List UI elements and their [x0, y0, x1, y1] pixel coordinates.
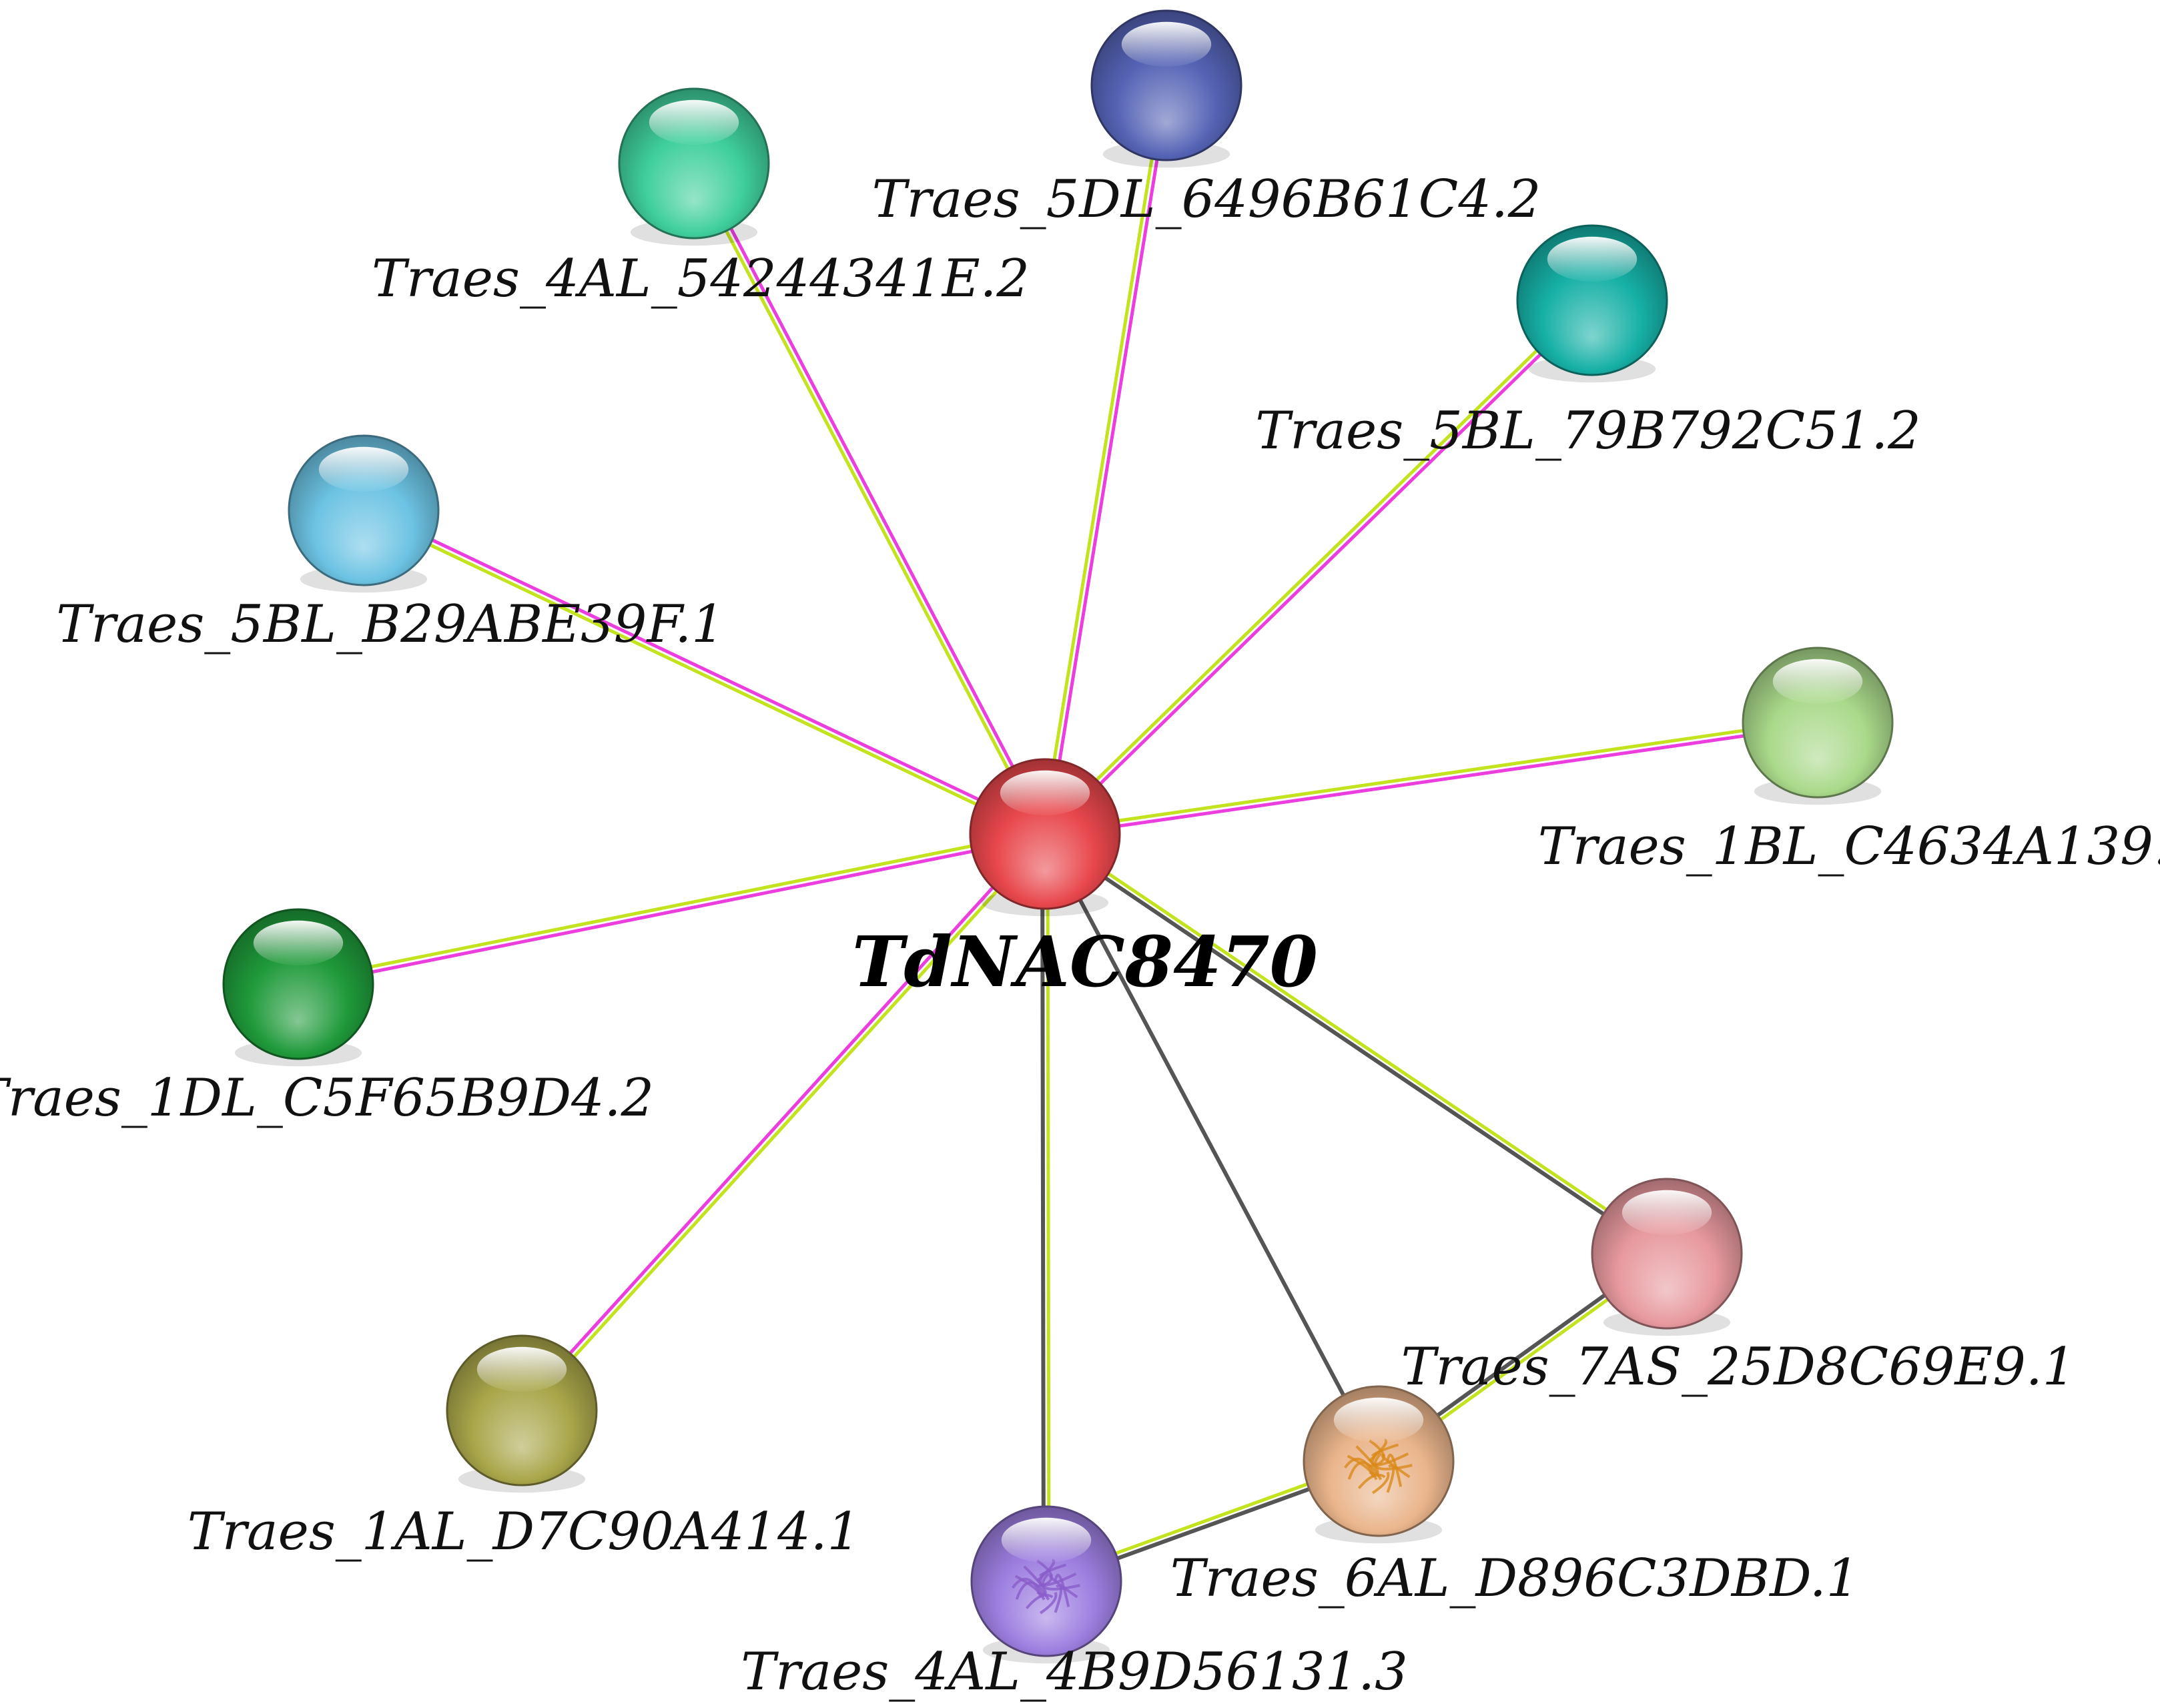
edge-line-coexpression [695, 160, 1050, 835]
edge-line-textmining [1044, 830, 1670, 1254]
labels-layer: TdNAC8470 Traes_5DL_6496B61C4.2Traes_4AL_… [0, 169, 2160, 1702]
node-label: Traes_6AL_D896C3DBD.1 [1170, 1549, 1860, 1609]
node-highlight [253, 920, 344, 965]
node-label: Traes_1DL_C5F65B9D4.2 [0, 1068, 654, 1128]
node-label: Traes_5BL_79B792C51.2 [1255, 401, 1921, 461]
node-n_5dl[interactable] [1090, 9, 1242, 168]
node-highlight [1622, 1190, 1712, 1235]
nodes-layer [222, 9, 1894, 1664]
node-n_5bl_b2[interactable] [288, 434, 440, 593]
center-node-TdNAC8470[interactable] [969, 758, 1121, 917]
node-highlight [476, 1346, 567, 1392]
edge-line-textmining [1040, 83, 1166, 835]
edge-TdNAC8470-n_5dl[interactable] [1040, 83, 1171, 837]
edge-line-textmining [689, 163, 1044, 837]
node-label: Traes_4AL_4B9D56131.3 [741, 1642, 1407, 1702]
edge-TdNAC8470-n_1al[interactable] [518, 830, 1049, 1414]
edge-TdNAC8470-n_4al_5[interactable] [689, 160, 1050, 837]
node-highlight [1333, 1397, 1424, 1442]
node-highlight [1121, 21, 1212, 67]
node-label: Traes_1AL_D7C90A414.1 [188, 1502, 860, 1562]
node-label: Traes_5BL_B29ABE39F.1 [56, 594, 725, 655]
edge-line-coexpression [1045, 300, 1596, 838]
node-label: Traes_4AL_54244341E.2 [372, 249, 1030, 309]
node-label: Traes_7AS_25D8C69E9.1 [1401, 1337, 2076, 1397]
edge-line-coexpression [1044, 723, 1820, 839]
edge-TdNAC8470-n_4al_4[interactable] [1040, 832, 1051, 1584]
node-highlight [649, 99, 739, 145]
edge-TdNAC8470-n_7as[interactable] [1041, 830, 1670, 1258]
node-n_6al[interactable] [1303, 1385, 1455, 1544]
node-label: Traes_5DL_6496B61C4.2 [872, 169, 1541, 230]
node-n_1bl[interactable] [1742, 647, 1894, 805]
edge-line-coexpression_dark [1041, 834, 1668, 1258]
node-n_4al_5[interactable] [618, 87, 770, 246]
node-label: Traes_1BL_C4634A139.1 [1538, 817, 2160, 877]
node-n_1al[interactable] [446, 1334, 598, 1493]
edge-line-textmining [1041, 296, 1592, 834]
node-n_5bl_79[interactable] [1516, 224, 1668, 383]
edge-line-textmining [296, 829, 1046, 983]
edge-line-coexpression [363, 506, 1048, 833]
node-n_1dl[interactable] [222, 908, 374, 1067]
node-highlight [1001, 1517, 1092, 1563]
edge-TdNAC8470-n_1bl[interactable] [1042, 718, 1820, 839]
edge-line-textmining [1046, 832, 1051, 1583]
center-node-label: TdNAC8470 [852, 921, 1318, 1003]
edge-line-coexpression_dark [1043, 832, 1381, 1463]
protein-structure-icon [1012, 1559, 1080, 1615]
edge-TdNAC8470-n_1dl[interactable] [296, 829, 1048, 989]
node-n_7as[interactable] [1591, 1178, 1743, 1336]
edge-line-coexpression [297, 835, 1048, 989]
edge-TdNAC8470-n_6al[interactable] [1043, 832, 1381, 1463]
edge-line-coexpression [1046, 84, 1171, 837]
edge-line-textmining [1042, 718, 1819, 833]
edge-line-coexpression_dark [1040, 832, 1046, 1584]
edge-line-textmining [522, 834, 1049, 1414]
node-highlight [1547, 236, 1638, 282]
edge-TdNAC8470-n_5bl_79[interactable] [1041, 296, 1596, 838]
edge-line-textmining [360, 511, 1046, 839]
edge-TdNAC8470-n_5bl_b2[interactable] [360, 506, 1048, 839]
node-n_4al_4[interactable] [970, 1505, 1122, 1664]
edge-line-coexpression [518, 830, 1045, 1410]
node-highlight [1772, 659, 1863, 704]
node-highlight [318, 446, 409, 492]
node-highlight [1000, 770, 1090, 815]
